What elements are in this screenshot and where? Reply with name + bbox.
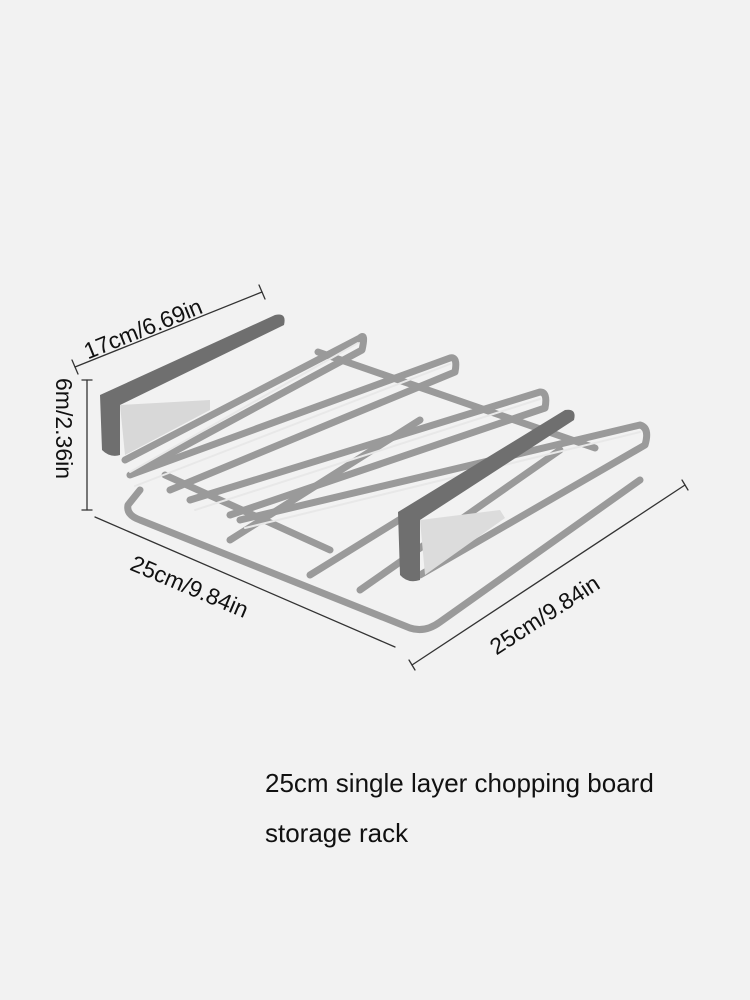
end-holders xyxy=(100,314,575,582)
caption-line-1: 25cm single layer chopping board xyxy=(265,768,654,798)
caption-line-2: storage rack xyxy=(265,818,409,848)
height-dimension-label: 6m/2.36in xyxy=(51,378,77,480)
dimension-lines xyxy=(71,284,689,671)
